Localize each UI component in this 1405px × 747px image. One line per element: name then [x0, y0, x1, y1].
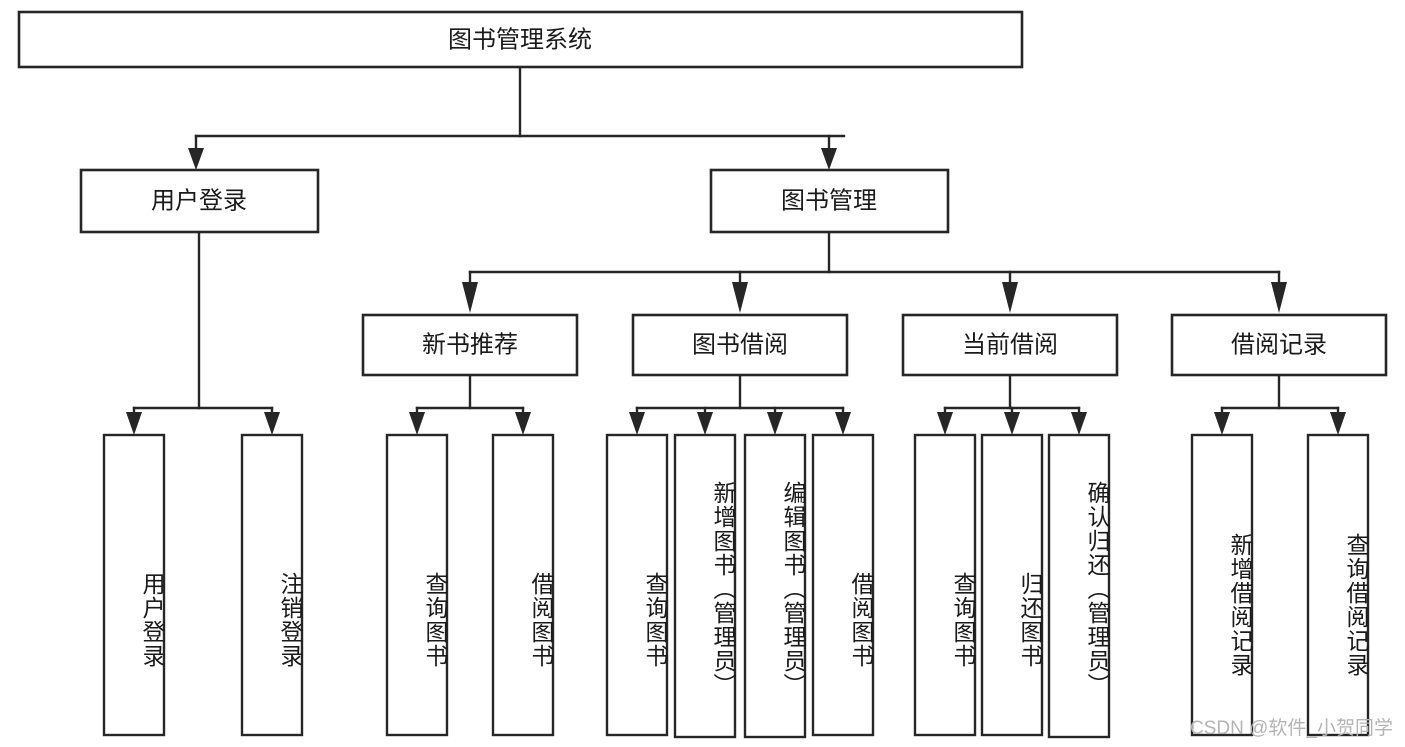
node-book-borrow[interactable]: 图书借阅 [631, 313, 849, 377]
node-book-manage-label: 图书管理 [781, 187, 877, 214]
connector-newbook-to-leaves [409, 373, 531, 435]
connector-bookmanage-to-level3 [462, 230, 1287, 313]
leaf-node-query-record[interactable] [1306, 433, 1370, 737]
node-borrow-record-label: 借阅记录 [1231, 331, 1327, 358]
node-root-label: 图书管理系统 [448, 26, 592, 53]
leaf-node-confirm-return[interactable] [1047, 433, 1111, 739]
node-borrow-record[interactable]: 借阅记录 [1170, 313, 1388, 377]
leaf-node-query-book-2[interactable] [605, 433, 669, 737]
leaf-node-user-login[interactable] [102, 433, 166, 737]
node-current-borrow-label: 当前借阅 [962, 331, 1058, 358]
connector-bookborrow-to-leaves [629, 373, 851, 435]
node-new-book-rec-label: 新书推荐 [422, 331, 518, 358]
leaf-node-borrow-book-1[interactable] [491, 433, 555, 737]
leaf-node-edit-book[interactable] [743, 433, 807, 739]
connector-currentborrow-to-leaves [937, 373, 1087, 435]
connector-root-to-level2 [188, 65, 846, 170]
leaf-node-add-book[interactable] [673, 433, 737, 739]
node-user-login-label: 用户登录 [151, 187, 247, 214]
leaf-node-return-book[interactable] [980, 433, 1044, 737]
connector-userlogin-to-leaves [126, 230, 280, 435]
node-user-login[interactable]: 用户登录 [79, 168, 320, 234]
node-current-borrow[interactable]: 当前借阅 [901, 313, 1119, 377]
node-new-book-rec[interactable]: 新书推荐 [361, 313, 579, 377]
leaf-node-borrow-book-2[interactable] [811, 433, 875, 737]
connector-borrowrecord-to-leaves [1214, 373, 1346, 435]
node-book-manage[interactable]: 图书管理 [709, 168, 950, 234]
watermark-text: CSDN @软件_小贺同学 [1190, 718, 1393, 739]
node-book-borrow-label: 图书借阅 [692, 331, 788, 358]
leaf-node-logout[interactable] [240, 433, 304, 737]
node-root[interactable]: 图书管理系统 [17, 10, 1024, 69]
leaf-node-add-record[interactable] [1190, 433, 1254, 737]
leaf-node-query-book-3[interactable] [913, 433, 977, 737]
leaf-node-query-book-1[interactable] [385, 433, 449, 737]
